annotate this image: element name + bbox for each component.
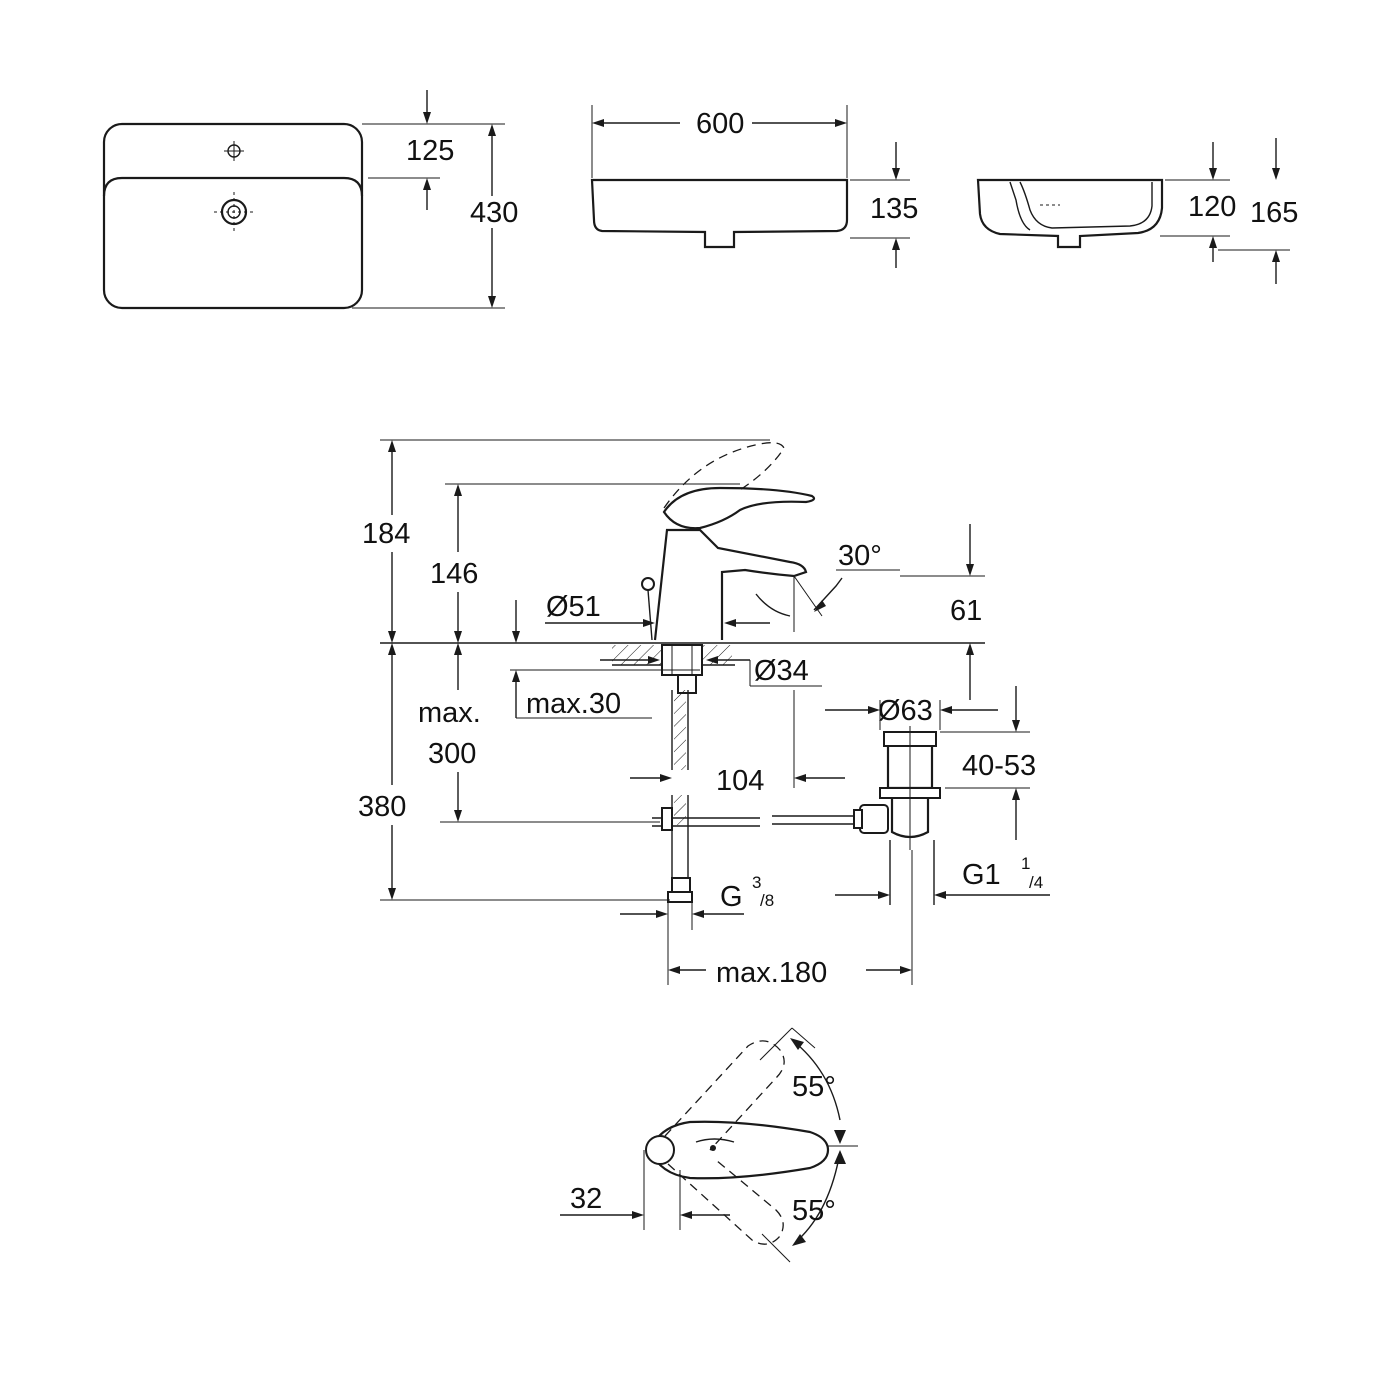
dim-depth: 430: [470, 197, 518, 229]
dim-spout-height: 61: [950, 595, 982, 627]
faucet-side-view: 184 146 Ø51 max.30 Ø34: [358, 439, 1050, 989]
dim-tap-hole: 125: [406, 135, 454, 167]
dim-lever-offset: 32: [570, 1183, 602, 1215]
lever-top-view: 55° 55° 32: [560, 1027, 858, 1263]
dim-angle-upper: 55°: [792, 1071, 836, 1103]
dim-angle-lower: 55°: [792, 1195, 836, 1227]
dim-connection-main: G: [720, 881, 743, 913]
dim-connection-sup: 3: [752, 873, 761, 892]
dim-hole-diameter: Ø34: [754, 655, 809, 687]
dim-basin-height: 135: [870, 193, 918, 225]
dim-base-diameter: Ø51: [546, 591, 601, 623]
dim-waste-thread-sub: /4: [1029, 873, 1043, 892]
dim-hose-max-label: max.: [418, 697, 481, 729]
tap-hole-marker: [224, 141, 244, 161]
dim-max-counter: max.30: [526, 688, 621, 720]
dim-below-deck: 380: [358, 791, 406, 823]
drain-marker: [214, 192, 256, 232]
dim-faucet-body-height: 146: [430, 558, 478, 590]
dim-total-height: 165: [1250, 197, 1298, 229]
dim-projection: 104: [716, 765, 764, 797]
dim-waste-thread-main: G1: [962, 859, 1001, 891]
basin-top-view: 125 430: [102, 90, 518, 310]
basin-front-view: 600 135: [590, 105, 918, 268]
dim-connection-sub: /8: [760, 891, 774, 910]
dim-hose-max-value: 300: [428, 738, 476, 770]
basin-side-view: 120 165: [976, 138, 1298, 284]
dim-waste-diameter: Ø63: [878, 695, 933, 727]
dim-spout-angle: 30°: [838, 540, 882, 572]
dim-faucet-total-height: 184: [362, 518, 410, 550]
dim-waste-distance: max.180: [716, 957, 827, 989]
dim-basin-width: 600: [696, 108, 744, 140]
dim-waste-thread-sup: 1: [1021, 854, 1030, 873]
dim-inner-depth: 120: [1188, 191, 1236, 223]
dim-waste-range: 40-53: [962, 750, 1036, 782]
